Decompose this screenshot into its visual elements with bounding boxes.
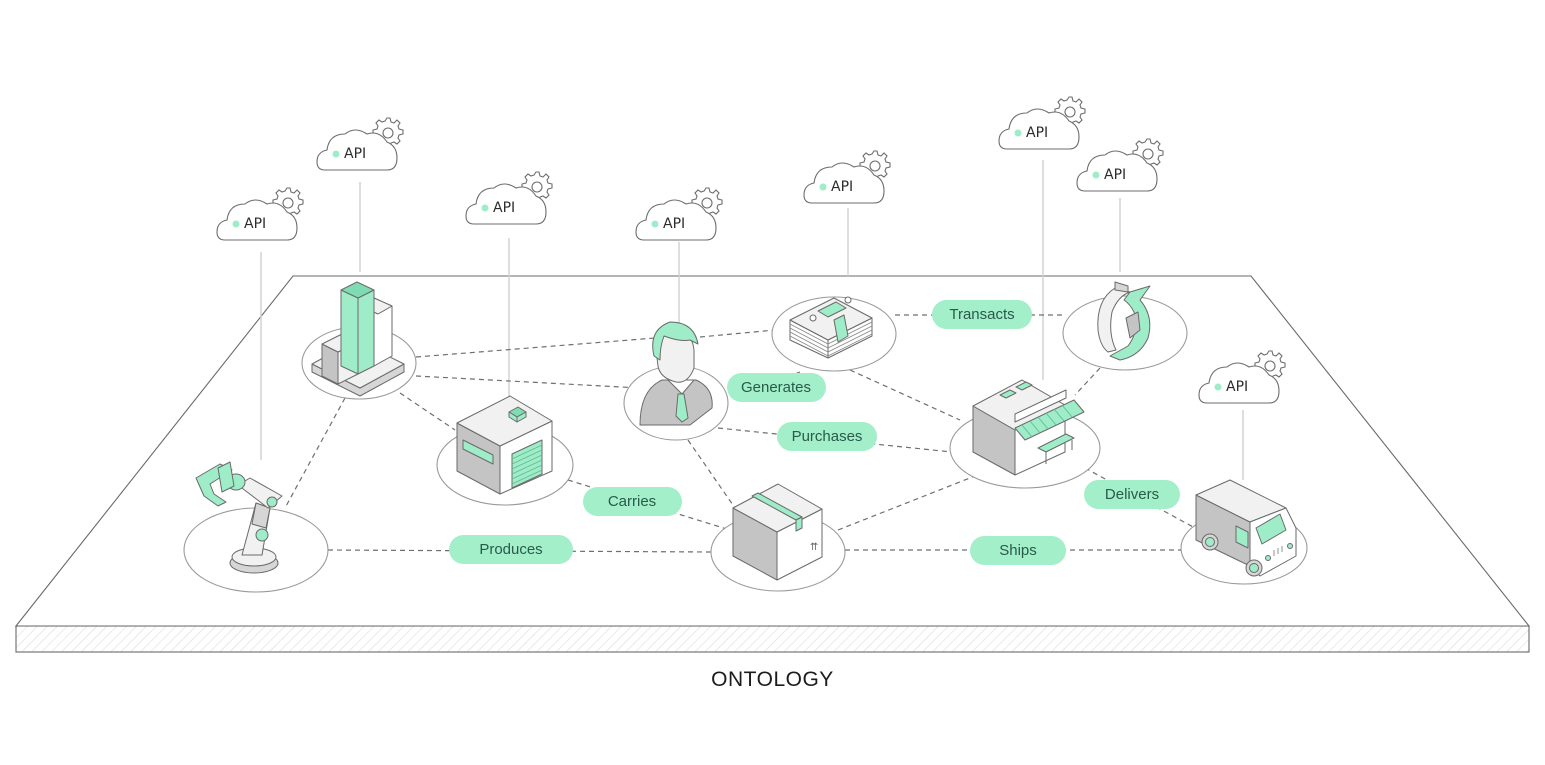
cloud-icon [1076, 150, 1158, 192]
edge-package-store [837, 475, 976, 531]
svg-text:API: API [1104, 167, 1126, 183]
storefront-icon [972, 379, 1085, 476]
cloud-icon [1198, 362, 1280, 404]
edge-customer-package [687, 439, 736, 509]
api-cloud-truck[interactable]: API [1198, 350, 1286, 404]
svg-text:API: API [831, 179, 853, 195]
api-cloud-money[interactable]: API [803, 150, 891, 204]
svg-text:Generates: Generates [741, 379, 811, 396]
edge-analytics-warehouse [399, 392, 456, 431]
node-analytics[interactable] [311, 281, 405, 397]
gear-icon [691, 187, 723, 218]
svg-text:Produces: Produces [479, 541, 542, 558]
api-cloud-warehouse[interactable]: API [465, 171, 553, 225]
svg-text:API: API [244, 216, 266, 232]
svg-text:API: API [344, 146, 366, 162]
node-package[interactable]: ⇈ [732, 483, 823, 581]
node-robot[interactable] [195, 461, 283, 574]
gear-icon [1054, 96, 1086, 127]
cloud-icon [803, 162, 885, 204]
delivery-truck-icon [1195, 479, 1297, 577]
edge-analytics-robot [284, 397, 346, 509]
money-stack-icon [789, 296, 873, 359]
api-stems [260, 160, 1244, 480]
gear-icon [859, 150, 891, 181]
svg-text:Delivers: Delivers [1105, 486, 1159, 503]
cloud-icon [216, 199, 298, 241]
bar-chart-icon [311, 281, 405, 397]
svg-text:API: API [663, 216, 685, 232]
api-cloud-customer[interactable]: API [635, 187, 723, 241]
node-customer[interactable] [639, 321, 713, 426]
cloud-icon [316, 129, 398, 171]
edge-customer-money [699, 329, 776, 338]
relation-label-delivers[interactable]: Delivers [1084, 480, 1180, 509]
api-clouds: API API API API API [216, 96, 1286, 404]
robot-arm-icon [195, 461, 283, 574]
edge-store-truck [1084, 467, 1196, 529]
svg-text:Transacts: Transacts [949, 306, 1014, 323]
diagram-title: ONTOLOGY [711, 668, 834, 691]
api-cloud-analytics[interactable]: API [316, 117, 404, 171]
exchange-arrows-icon [1097, 281, 1151, 361]
relation-label-transacts[interactable]: Transacts [932, 300, 1032, 329]
warehouse-icon [456, 395, 553, 495]
svg-text:Purchases: Purchases [792, 428, 863, 445]
gear-icon [1254, 350, 1286, 381]
edge-money-store [849, 369, 961, 421]
cloud-icon [998, 108, 1080, 150]
gear-icon [1132, 138, 1164, 169]
gear-icon [372, 117, 404, 148]
edge-analytics-customer-top [415, 337, 656, 358]
relation-label-purchases[interactable]: Purchases [777, 422, 877, 451]
relation-label-produces[interactable]: Produces [449, 535, 573, 564]
gear-icon [521, 171, 553, 202]
package-box-icon: ⇈ [732, 483, 823, 581]
api-cloud-robot[interactable]: API [216, 187, 304, 241]
svg-text:API: API [1026, 125, 1048, 141]
edge-analytics-customer-bottom [415, 375, 641, 389]
gear-icon [272, 187, 304, 218]
person-icon [639, 321, 713, 426]
svg-text:Ships: Ships [999, 542, 1037, 559]
svg-text:API: API [493, 200, 515, 216]
node-warehouse[interactable] [456, 395, 553, 495]
relation-label-carries[interactable]: Carries [583, 487, 682, 516]
svg-text:API: API [1226, 379, 1248, 395]
node-exchange[interactable] [1097, 281, 1151, 361]
node-money[interactable] [789, 296, 873, 359]
node-store[interactable] [972, 379, 1085, 476]
api-cloud-store[interactable]: API [998, 96, 1086, 150]
edge-exchange-store [1074, 367, 1101, 396]
platform-side [15, 625, 1530, 653]
cloud-icon [635, 199, 717, 241]
cloud-icon [465, 183, 547, 225]
relation-labels: Transacts Generates Purchases Carries Pr… [449, 300, 1180, 565]
relation-label-generates[interactable]: Generates [727, 373, 826, 402]
node-truck[interactable] [1195, 479, 1297, 577]
this-side-up-icon: ⇈ [810, 542, 818, 553]
api-cloud-exchange[interactable]: API [1076, 138, 1164, 192]
svg-text:Carries: Carries [608, 493, 656, 510]
relation-label-ships[interactable]: Ships [970, 536, 1066, 565]
